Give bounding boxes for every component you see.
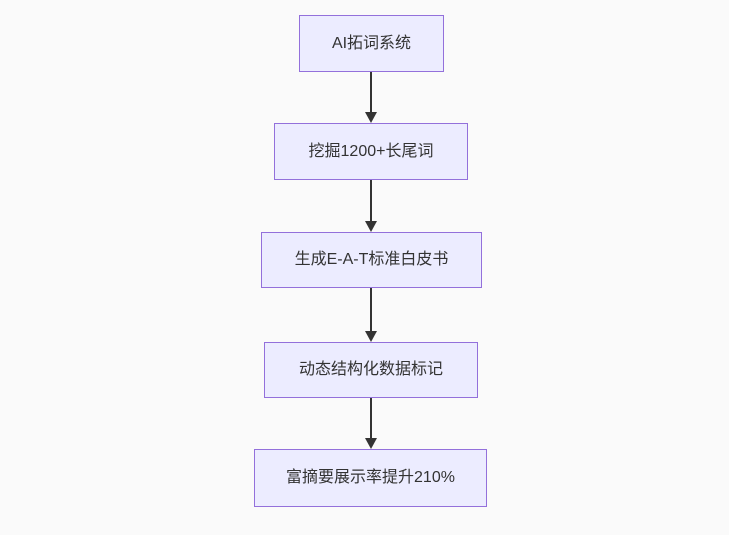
- arrow-line: [370, 72, 372, 112]
- flow-arrow-1: [365, 72, 377, 123]
- arrowhead-down-icon: [365, 112, 377, 123]
- flow-node-longtail-mining: 挖掘1200+长尾词: [274, 123, 468, 180]
- flow-node-eat-whitepaper: 生成E-A-T标准白皮书: [261, 232, 482, 288]
- arrow-line: [370, 398, 372, 438]
- flow-node-label: AI拓词系统: [331, 34, 412, 52]
- flow-arrow-3: [365, 288, 377, 342]
- flow-node-label: 挖掘1200+长尾词: [308, 142, 434, 160]
- flow-arrow-4: [365, 398, 377, 449]
- arrowhead-down-icon: [365, 331, 377, 342]
- arrow-line: [370, 180, 372, 221]
- flow-node-ai-keyword-system: AI拓词系统: [299, 15, 444, 72]
- flow-node-label: 动态结构化数据标记: [298, 361, 443, 379]
- flow-arrow-2: [365, 180, 377, 232]
- arrow-line: [370, 288, 372, 331]
- flow-node-structured-data-markup: 动态结构化数据标记: [264, 342, 478, 398]
- arrowhead-down-icon: [365, 438, 377, 449]
- flow-node-label: 生成E-A-T标准白皮书: [294, 251, 449, 269]
- flow-node-rich-snippet-result: 富摘要展示率提升210%: [254, 449, 487, 507]
- flow-node-label: 富摘要展示率提升210%: [286, 469, 455, 487]
- arrowhead-down-icon: [365, 221, 377, 232]
